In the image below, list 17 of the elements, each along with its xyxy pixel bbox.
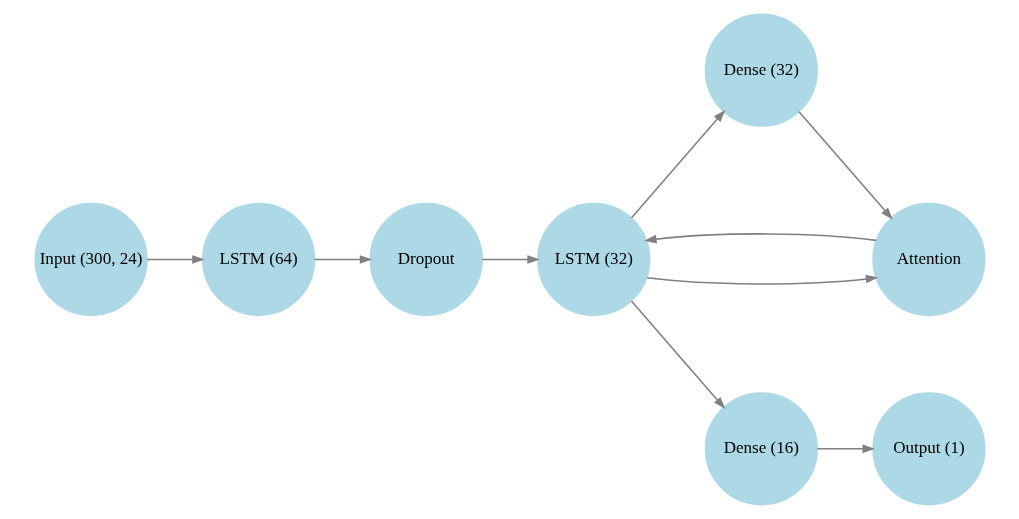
node-circle: Dropout xyxy=(369,202,483,317)
node-circle: Attention xyxy=(871,202,986,317)
arrow xyxy=(815,444,875,454)
arrow xyxy=(645,274,878,285)
node-circle: LSTM (32) xyxy=(536,202,650,317)
arrow xyxy=(630,109,725,219)
arrow xyxy=(797,110,893,220)
arrow xyxy=(145,255,205,264)
node-circle: Dense (16) xyxy=(704,392,818,506)
node-circle: Dense (32) xyxy=(704,13,818,127)
node-circle: Input (300, 24) xyxy=(33,202,148,317)
arrow xyxy=(313,255,372,264)
arrow xyxy=(480,255,540,264)
arrow xyxy=(630,300,725,410)
node-circle: Output (1) xyxy=(871,392,986,506)
arrow xyxy=(643,233,877,244)
node-circle: LSTM (64) xyxy=(201,202,315,317)
